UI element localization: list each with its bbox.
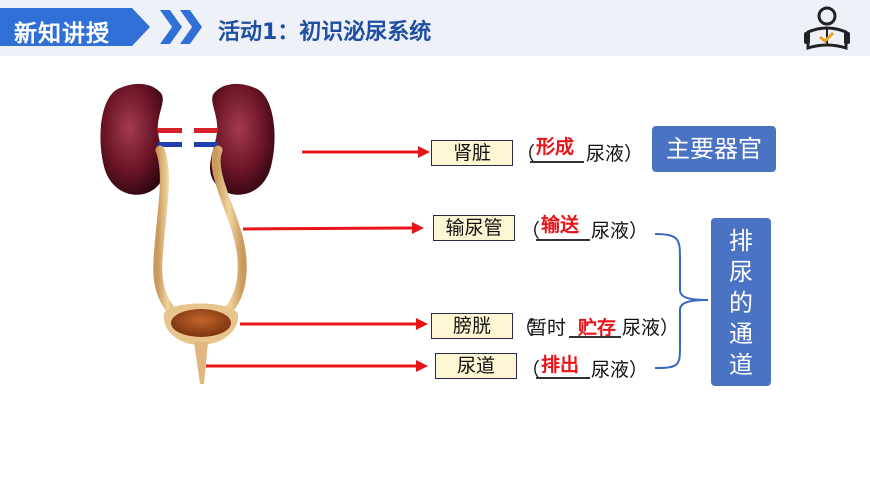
label-bladder: 膀胱 <box>431 313 513 339</box>
left-kidney <box>100 83 166 195</box>
suffix-bladder: 尿液） <box>622 317 680 339</box>
suffix-urethra: 尿液） <box>591 359 649 381</box>
right-kidney <box>209 83 275 195</box>
left-ureter <box>153 145 183 323</box>
section-badge-text: 新知讲授 <box>14 21 110 47</box>
suffix-kidney: 尿液） <box>586 143 644 165</box>
paren-open: （ <box>514 317 534 339</box>
answer-ureter: 输送 <box>541 214 580 236</box>
blank-underline <box>536 377 590 379</box>
pathway-char: 的 <box>729 289 753 317</box>
pathway-char: 排 <box>729 227 753 255</box>
blank-underline <box>530 161 584 163</box>
urinary-pathway-box: 排 尿 的 通 道 <box>711 218 771 386</box>
paren-open: （ <box>521 359 541 381</box>
reader-book-icon <box>804 6 850 51</box>
main-organ-box: 主要器官 <box>652 126 776 172</box>
label-ureter: 输尿管 <box>433 215 515 241</box>
urethra <box>194 342 208 384</box>
blank-underline <box>536 239 590 241</box>
paren-open: （ <box>521 220 541 242</box>
pathway-char: 通 <box>729 320 753 348</box>
label-urethra: 尿道 <box>435 353 517 379</box>
right-ureter <box>211 145 247 323</box>
answer-urethra: 排出 <box>541 354 580 376</box>
pathway-char: 道 <box>729 351 753 379</box>
activity-title: 活动1：初识泌尿系统 <box>218 20 432 45</box>
pathway-brace <box>654 233 709 369</box>
answer-kidney: 形成 <box>536 136 575 158</box>
header-bar: 新知讲授 活动1：初识泌尿系统 <box>0 0 870 56</box>
paren-open: （ <box>516 143 536 165</box>
label-kidney: 肾脏 <box>431 140 513 166</box>
prefix-bladder: 暂时 <box>528 317 567 339</box>
blank-underline <box>569 336 621 338</box>
pathway-char: 尿 <box>729 258 753 286</box>
suffix-ureter: 尿液） <box>591 220 649 242</box>
answer-bladder: 贮存 <box>578 317 617 339</box>
section-badge: 新知讲授 <box>0 8 150 46</box>
